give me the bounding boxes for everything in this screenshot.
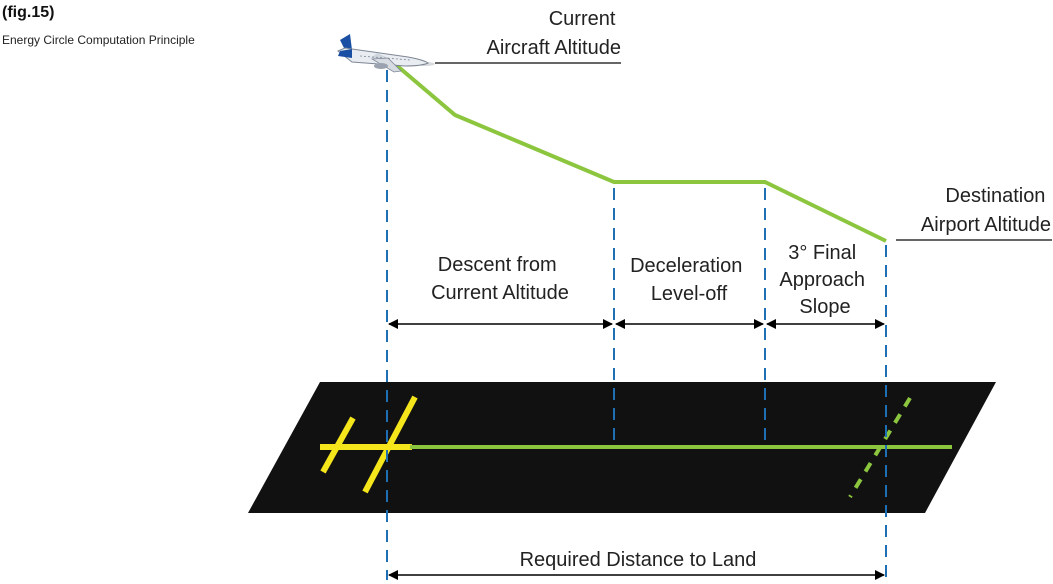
destination-aim-line [848, 396, 912, 499]
descent-segment-label: Descent from Current Altitude [431, 254, 569, 304]
figure-caption: Energy Circle Computation Principle [2, 33, 195, 47]
final-approach-segment-label: 3° Final Approach Slope [779, 242, 870, 318]
runway-threshold-marking [320, 395, 418, 494]
guide-lines [386, 70, 887, 580]
descent-profile-line [393, 62, 887, 243]
required-distance-label: Required Distance to Land [520, 549, 757, 571]
current-altitude-label: Current Aircraft Altitude [486, 8, 621, 59]
figure-number: (fig.15) [2, 4, 55, 21]
deceleration-segment-label: Deceleration Level-off [630, 255, 748, 305]
destination-altitude-label: Destination Airport Altitude [921, 185, 1051, 236]
airplane-icon [337, 34, 435, 73]
